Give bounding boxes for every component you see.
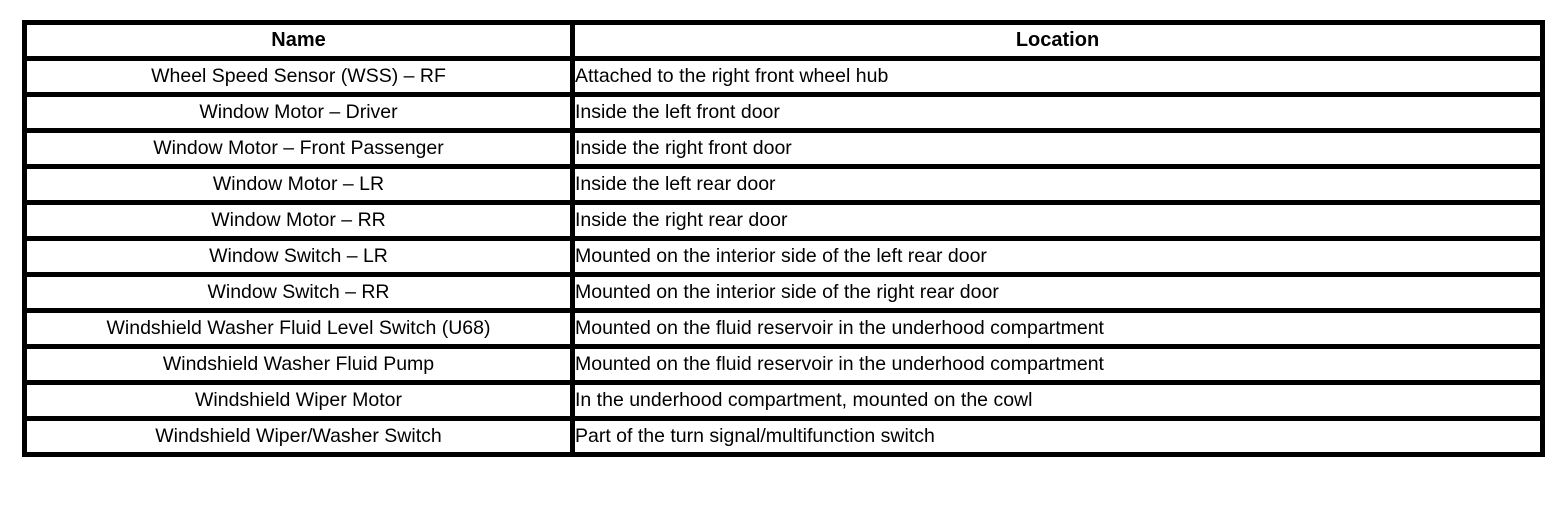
component-location-cell: In the underhood compartment, mounted on… bbox=[570, 380, 1545, 421]
table-row: Window Motor – LR Inside the left rear d… bbox=[22, 164, 1545, 205]
component-location-cell: Mounted on the fluid reservoir in the un… bbox=[570, 344, 1545, 385]
component-name-cell: Window Switch – LR bbox=[22, 236, 575, 277]
component-name-cell: Window Motor – RR bbox=[22, 200, 575, 241]
column-header-location: Location bbox=[570, 20, 1545, 61]
component-location-cell: Mounted on the fluid reservoir in the un… bbox=[570, 308, 1545, 349]
component-location-table: Name Location Wheel Speed Sensor (WSS) –… bbox=[22, 20, 1545, 457]
table-row: Window Motor – Driver Inside the left fr… bbox=[22, 92, 1545, 133]
component-name-cell: Wheel Speed Sensor (WSS) – RF bbox=[22, 56, 575, 97]
table-row: Window Motor – RR Inside the right rear … bbox=[22, 200, 1545, 241]
header-row: Name Location bbox=[22, 20, 1545, 61]
table-row: Window Switch – RR Mounted on the interi… bbox=[22, 272, 1545, 313]
component-name-cell: Window Motor – Front Passenger bbox=[22, 128, 575, 169]
component-name-cell: Windshield Wiper/Washer Switch bbox=[22, 416, 575, 457]
component-name-cell: Windshield Washer Fluid Level Switch (U6… bbox=[22, 308, 575, 349]
table-row: Windshield Wiper Motor In the underhood … bbox=[22, 380, 1545, 421]
component-location-cell: Inside the right rear door bbox=[570, 200, 1545, 241]
table-row: Windshield Washer Fluid Pump Mounted on … bbox=[22, 344, 1545, 385]
component-location-cell: Mounted on the interior side of the righ… bbox=[570, 272, 1545, 313]
component-name-cell: Window Motor – LR bbox=[22, 164, 575, 205]
component-location-cell: Part of the turn signal/multifunction sw… bbox=[570, 416, 1545, 457]
table-row: Window Switch – LR Mounted on the interi… bbox=[22, 236, 1545, 277]
component-name-cell: Window Motor – Driver bbox=[22, 92, 575, 133]
component-location-cell: Mounted on the interior side of the left… bbox=[570, 236, 1545, 277]
component-location-cell: Attached to the right front wheel hub bbox=[570, 56, 1545, 97]
table-body: Wheel Speed Sensor (WSS) – RF Attached t… bbox=[22, 56, 1545, 457]
component-name-cell: Window Switch – RR bbox=[22, 272, 575, 313]
column-header-name: Name bbox=[22, 20, 575, 61]
component-location-cell: Inside the right front door bbox=[570, 128, 1545, 169]
component-name-cell: Windshield Wiper Motor bbox=[22, 380, 575, 421]
component-location-cell: Inside the left front door bbox=[570, 92, 1545, 133]
table-row: Window Motor – Front Passenger Inside th… bbox=[22, 128, 1545, 169]
component-name-cell: Windshield Washer Fluid Pump bbox=[22, 344, 575, 385]
table-row: Windshield Washer Fluid Level Switch (U6… bbox=[22, 308, 1545, 349]
table-row: Wheel Speed Sensor (WSS) – RF Attached t… bbox=[22, 56, 1545, 97]
table-row: Windshield Wiper/Washer Switch Part of t… bbox=[22, 416, 1545, 457]
table-header: Name Location bbox=[22, 20, 1545, 61]
component-location-cell: Inside the left rear door bbox=[570, 164, 1545, 205]
